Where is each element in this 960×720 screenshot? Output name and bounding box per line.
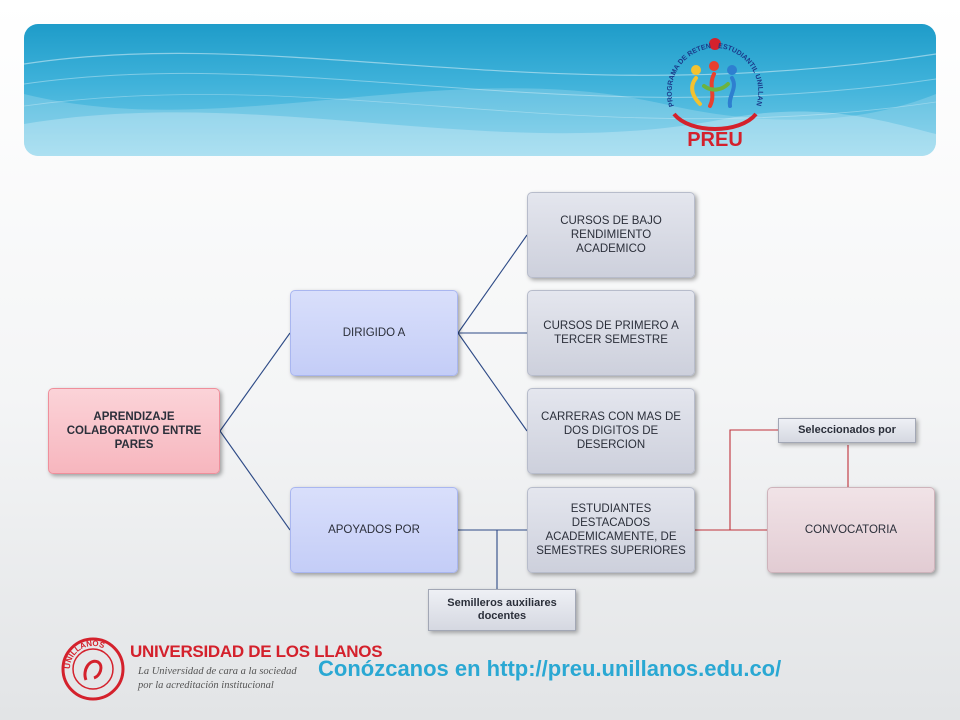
website-link[interactable]: Conózcanos en http://preu.unillanos.edu.…	[318, 656, 782, 681]
node-dirigido-a: DIRIGIDO A	[290, 290, 458, 376]
university-name: UNIVERSIDAD DE LOS LLANOS	[130, 642, 383, 661]
university-tagline-2: por la acreditación institucional	[138, 680, 274, 691]
logo-wordmark: PREU	[687, 129, 743, 151]
node-carreras-desercion: CARRERAS CON MAS DE DOS DIGITOS DE DESER…	[527, 388, 695, 474]
unillanos-seal-icon: UNILLANOS	[61, 637, 125, 701]
node-apoyados-por: APOYADOS POR	[290, 487, 458, 573]
node-primero-tercer-semestre: CURSOS DE PRIMERO A TERCER SEMESTRE	[527, 290, 695, 376]
tag-semilleros: Semilleros auxiliares docentes	[428, 589, 576, 631]
banner-waves	[24, 52, 936, 156]
university-logo: UNILLANOS UNIVERSIDAD DE LOS LLANOS La U…	[60, 636, 383, 702]
node-convocatoria: CONVOCATORIA	[767, 487, 935, 573]
preu-logo: PROGRAMA DE RETENCIÓN ESTUDIANTIL UNILLA…	[657, 27, 770, 158]
university-tagline-1: La Universidad de cara a la sociedad	[138, 666, 297, 677]
tag-seleccionados-por: Seleccionados por	[778, 418, 916, 443]
node-estudiantes-destacados: ESTUDIANTES DESTACADOS ACADEMICAMENTE, D…	[527, 487, 695, 573]
header-banner	[24, 24, 936, 156]
node-root: APRENDIZAJE COLABORATIVO ENTRE PARES	[48, 388, 220, 474]
figures-icon	[690, 61, 737, 108]
logo-dot-icon	[709, 38, 721, 50]
node-bajo-rendimiento: CURSOS DE BAJO RENDIMIENTO ACADEMICO	[527, 192, 695, 278]
